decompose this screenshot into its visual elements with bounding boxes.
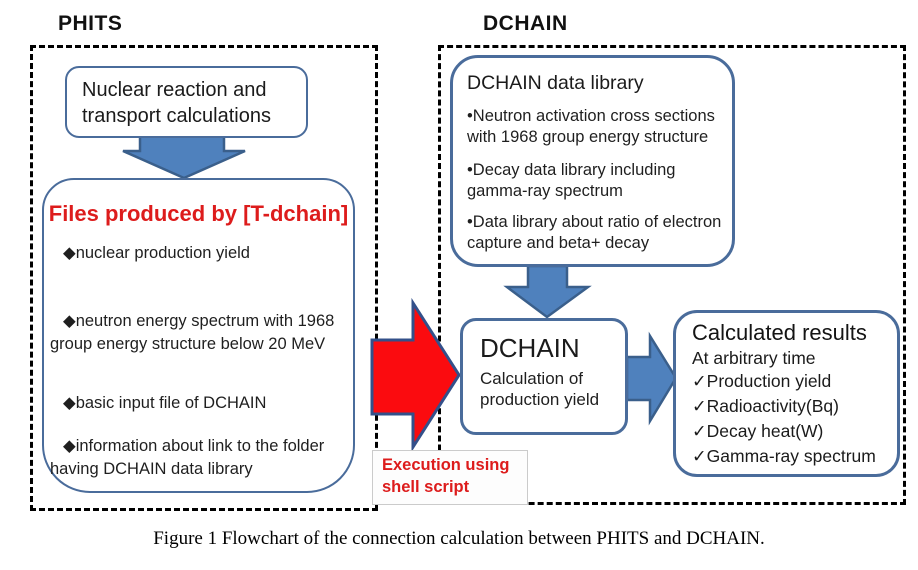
files-produced-box: Files produced by [T-dchain] ◆nuclear pr… bbox=[42, 178, 355, 493]
figure-caption: Figure 1 Flowchart of the connection cal… bbox=[153, 528, 765, 549]
result-item-radioactivity: ✓Radioactivity(Bq) bbox=[692, 395, 839, 416]
phits-panel-boundary bbox=[30, 45, 378, 511]
library-bullet-cross-sections: •Neutron activation cross sections with … bbox=[467, 107, 715, 147]
result-item-production-yield: ✓Production yield bbox=[692, 371, 832, 391]
dchain-panel-boundary bbox=[438, 45, 906, 505]
dchain-library-box: DCHAIN data library •Neutron activation … bbox=[450, 55, 735, 267]
nuclear-reaction-text: Nuclear reaction and transport calculati… bbox=[82, 79, 271, 128]
dchain-calc-box: DCHAIN Calculation of production yield bbox=[460, 318, 628, 435]
dchain-library-title: DCHAIN data library bbox=[467, 72, 644, 94]
library-bullet-decay-data: •Decay data library including gamma-ray … bbox=[467, 161, 676, 201]
files-produced-title: Files produced by [T-dchain] bbox=[48, 201, 349, 226]
dchain-calc-subtitle: Calculation of production yield bbox=[480, 369, 600, 410]
dchain-panel-label: DCHAIN bbox=[483, 12, 568, 35]
files-bullet-nuclear-yield: ◆nuclear production yield bbox=[63, 244, 250, 262]
result-item-gamma-spectrum: ✓Gamma-ray spectrum bbox=[692, 445, 876, 466]
result-item-decay-heat: ✓Decay heat(W) bbox=[692, 420, 824, 441]
calculated-results-title: Calculated results bbox=[692, 320, 867, 345]
execution-note: Execution using shell script bbox=[372, 450, 528, 505]
nuclear-reaction-box: Nuclear reaction and transport calculati… bbox=[65, 66, 308, 138]
files-bullet-folder-link: ◆information about link to the folder ha… bbox=[50, 437, 325, 478]
dchain-calc-title: DCHAIN bbox=[480, 333, 580, 363]
files-bullet-basic-input: ◆basic input file of DCHAIN bbox=[63, 394, 267, 412]
calculated-results-box: Calculated results At arbitrary time ✓Pr… bbox=[673, 310, 900, 477]
calculated-results-subtitle: At arbitrary time bbox=[692, 348, 816, 368]
files-bullet-neutron-spectrum: ◆neutron energy spectrum with 1968 group… bbox=[50, 312, 335, 353]
library-bullet-electron-capture: •Data library about ratio of electron ca… bbox=[467, 213, 722, 253]
phits-panel-label: PHITS bbox=[58, 12, 123, 35]
